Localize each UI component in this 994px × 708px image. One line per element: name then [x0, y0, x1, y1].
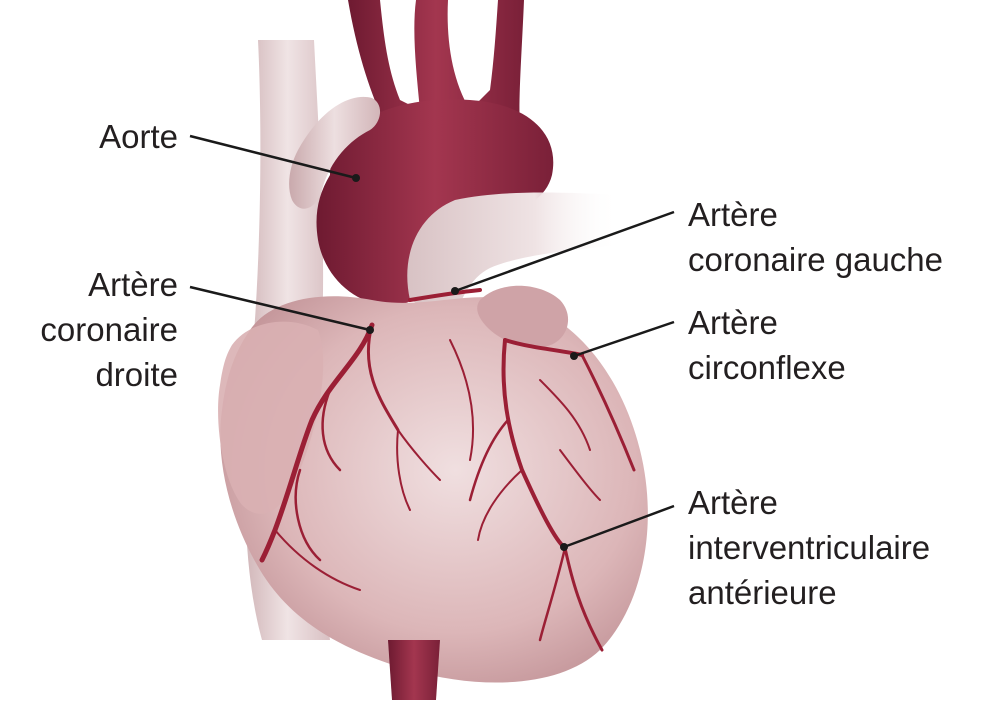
- label-interventriculaire-line2: interventriculaire: [688, 525, 930, 570]
- label-coronaire-droite-line3: droite: [20, 352, 178, 397]
- label-artere-interventriculaire-anterieure: Artère interventriculaire antérieure: [688, 480, 930, 615]
- label-coronaire-gauche-line2: coronaire gauche: [688, 237, 943, 282]
- label-artere-coronaire-gauche: Artère coronaire gauche: [688, 192, 943, 282]
- label-interventriculaire-line3: antérieure: [688, 570, 930, 615]
- descending-aorta-shape: [388, 640, 440, 700]
- label-circonflexe-line2: circonflexe: [688, 345, 846, 390]
- label-coronaire-droite-line2: coronaire: [20, 307, 178, 352]
- label-coronaire-gauche-line1: Artère: [688, 192, 943, 237]
- label-interventriculaire-line1: Artère: [688, 480, 930, 525]
- label-coronaire-droite-line1: Artère: [20, 262, 178, 307]
- leader-line-circonflexe: [574, 322, 674, 356]
- label-aorte-text: Aorte: [60, 114, 178, 159]
- label-aorte: Aorte: [60, 114, 178, 159]
- label-circonflexe-line1: Artère: [688, 300, 846, 345]
- label-artere-circonflexe: Artère circonflexe: [688, 300, 846, 390]
- label-artere-coronaire-droite: Artère coronaire droite: [20, 262, 178, 397]
